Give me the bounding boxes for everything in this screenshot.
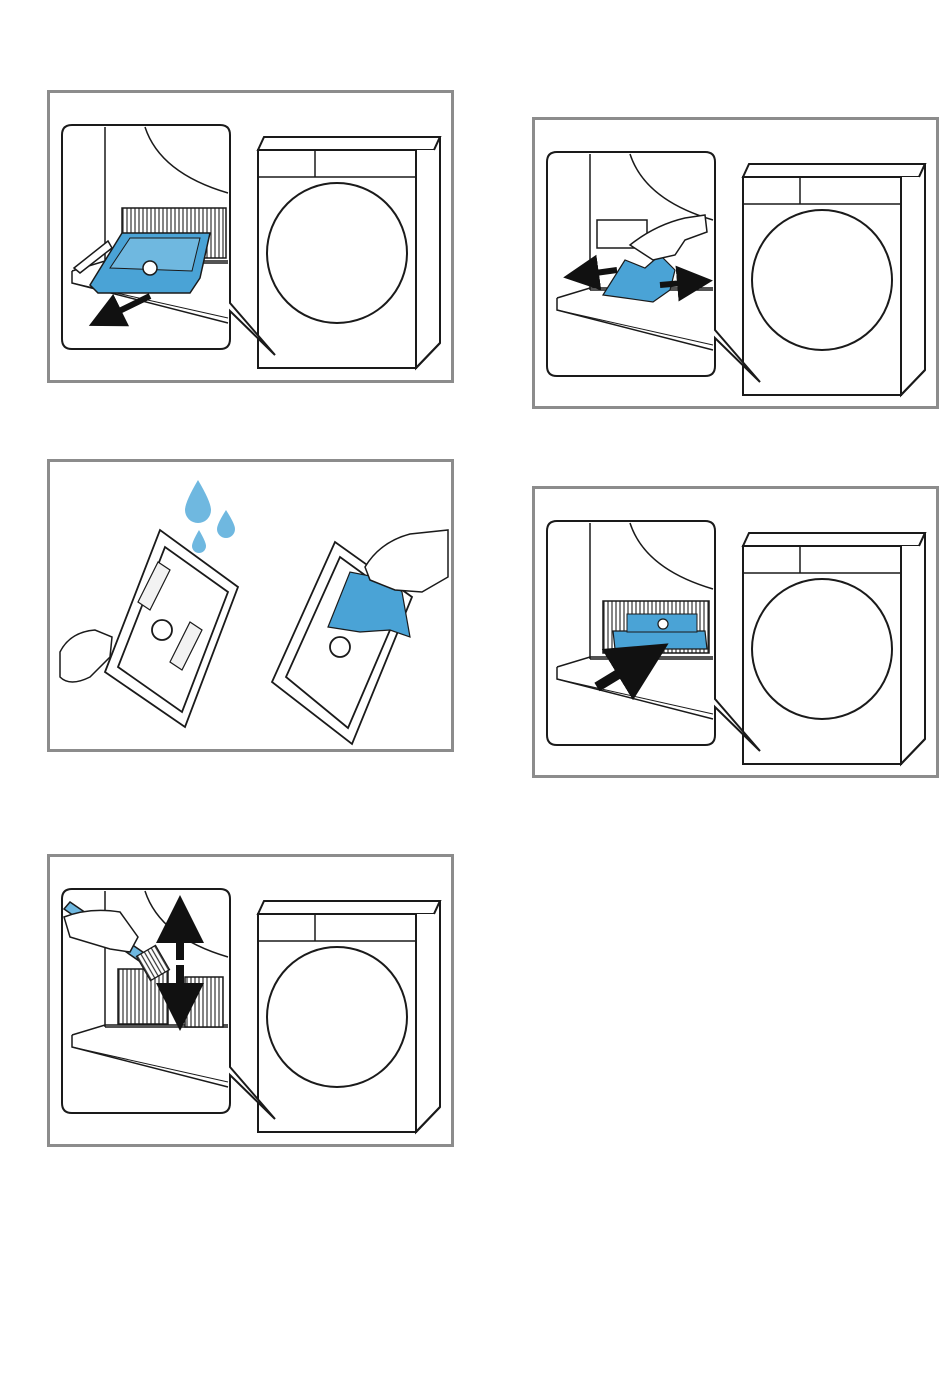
step-3-panel bbox=[47, 459, 454, 752]
lint-removal-by-hand-illustration bbox=[535, 120, 936, 406]
step-2-panel bbox=[532, 117, 939, 409]
brush-cleaning-illustration bbox=[50, 857, 451, 1144]
step-1-panel bbox=[47, 90, 454, 383]
filter-pull-out-illustration bbox=[50, 93, 451, 380]
filter-rinse-and-wipe-illustration bbox=[50, 462, 451, 749]
step-5-panel bbox=[47, 854, 454, 1147]
filter-insert-illustration bbox=[535, 489, 936, 775]
step-4-panel bbox=[532, 486, 939, 778]
